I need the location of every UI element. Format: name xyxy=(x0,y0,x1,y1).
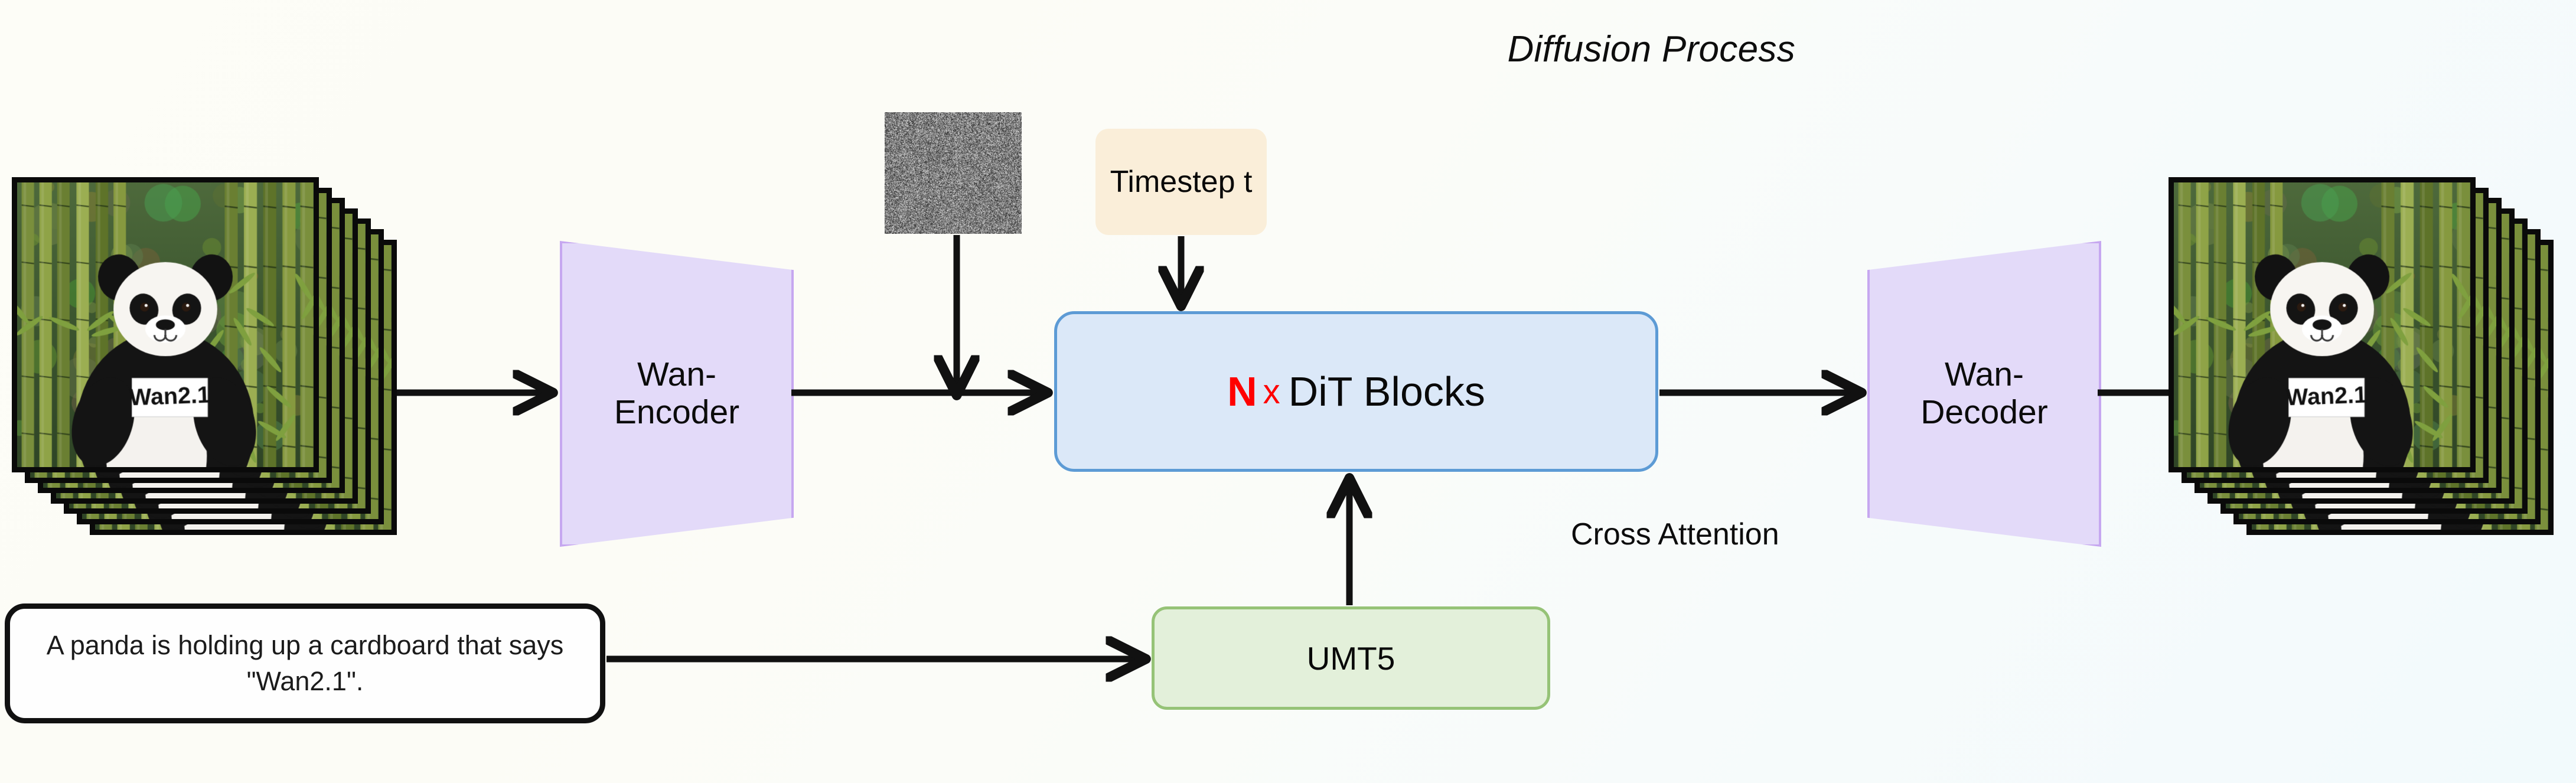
panda-video-frame-image xyxy=(17,182,314,467)
panda-video-frame-image xyxy=(2174,182,2470,467)
dit-blocks-box[interactable]: N x DiT Blocks xyxy=(1054,311,1658,472)
wan-decoder-label-line2: Decoder xyxy=(1870,394,2099,432)
wan-decoder-block[interactable]: Wan- Decoder xyxy=(1867,241,2101,547)
wan-encoder-label: Wan- Encoder xyxy=(562,356,791,432)
output-video-frame-stack xyxy=(2169,177,2558,555)
prompt-text-box[interactable]: A panda is holding up a cardboard that s… xyxy=(5,603,605,723)
cross-attention-label: Cross Attention xyxy=(1571,517,1779,552)
noise-latent-patch xyxy=(885,112,1022,234)
dit-blocks-label: DiT Blocks xyxy=(1289,368,1485,415)
wan-encoder-label-line2: Encoder xyxy=(562,394,791,432)
timestep-box[interactable]: Timestep t xyxy=(1095,129,1267,235)
dit-multiply-symbol: x xyxy=(1257,372,1289,412)
umt5-text-encoder-box[interactable]: UMT5 xyxy=(1152,606,1550,710)
input-video-frame-stack xyxy=(12,177,402,555)
video-frame-front xyxy=(2169,177,2476,472)
video-frame-front xyxy=(12,177,319,472)
wan-decoder-label: Wan- Decoder xyxy=(1870,356,2099,432)
diffusion-process-label: Diffusion Process xyxy=(1400,28,1795,70)
wan-encoder-label-line1: Wan- xyxy=(562,356,791,394)
wan-encoder-block[interactable]: Wan- Encoder xyxy=(560,241,794,547)
umt5-label: UMT5 xyxy=(1307,640,1395,677)
wan-decoder-label-line1: Wan- xyxy=(1870,356,2099,394)
dit-repeat-count: N xyxy=(1227,368,1257,415)
prompt-text: A panda is holding up a cardboard that s… xyxy=(25,628,585,700)
timestep-label: Timestep t xyxy=(1110,164,1253,200)
